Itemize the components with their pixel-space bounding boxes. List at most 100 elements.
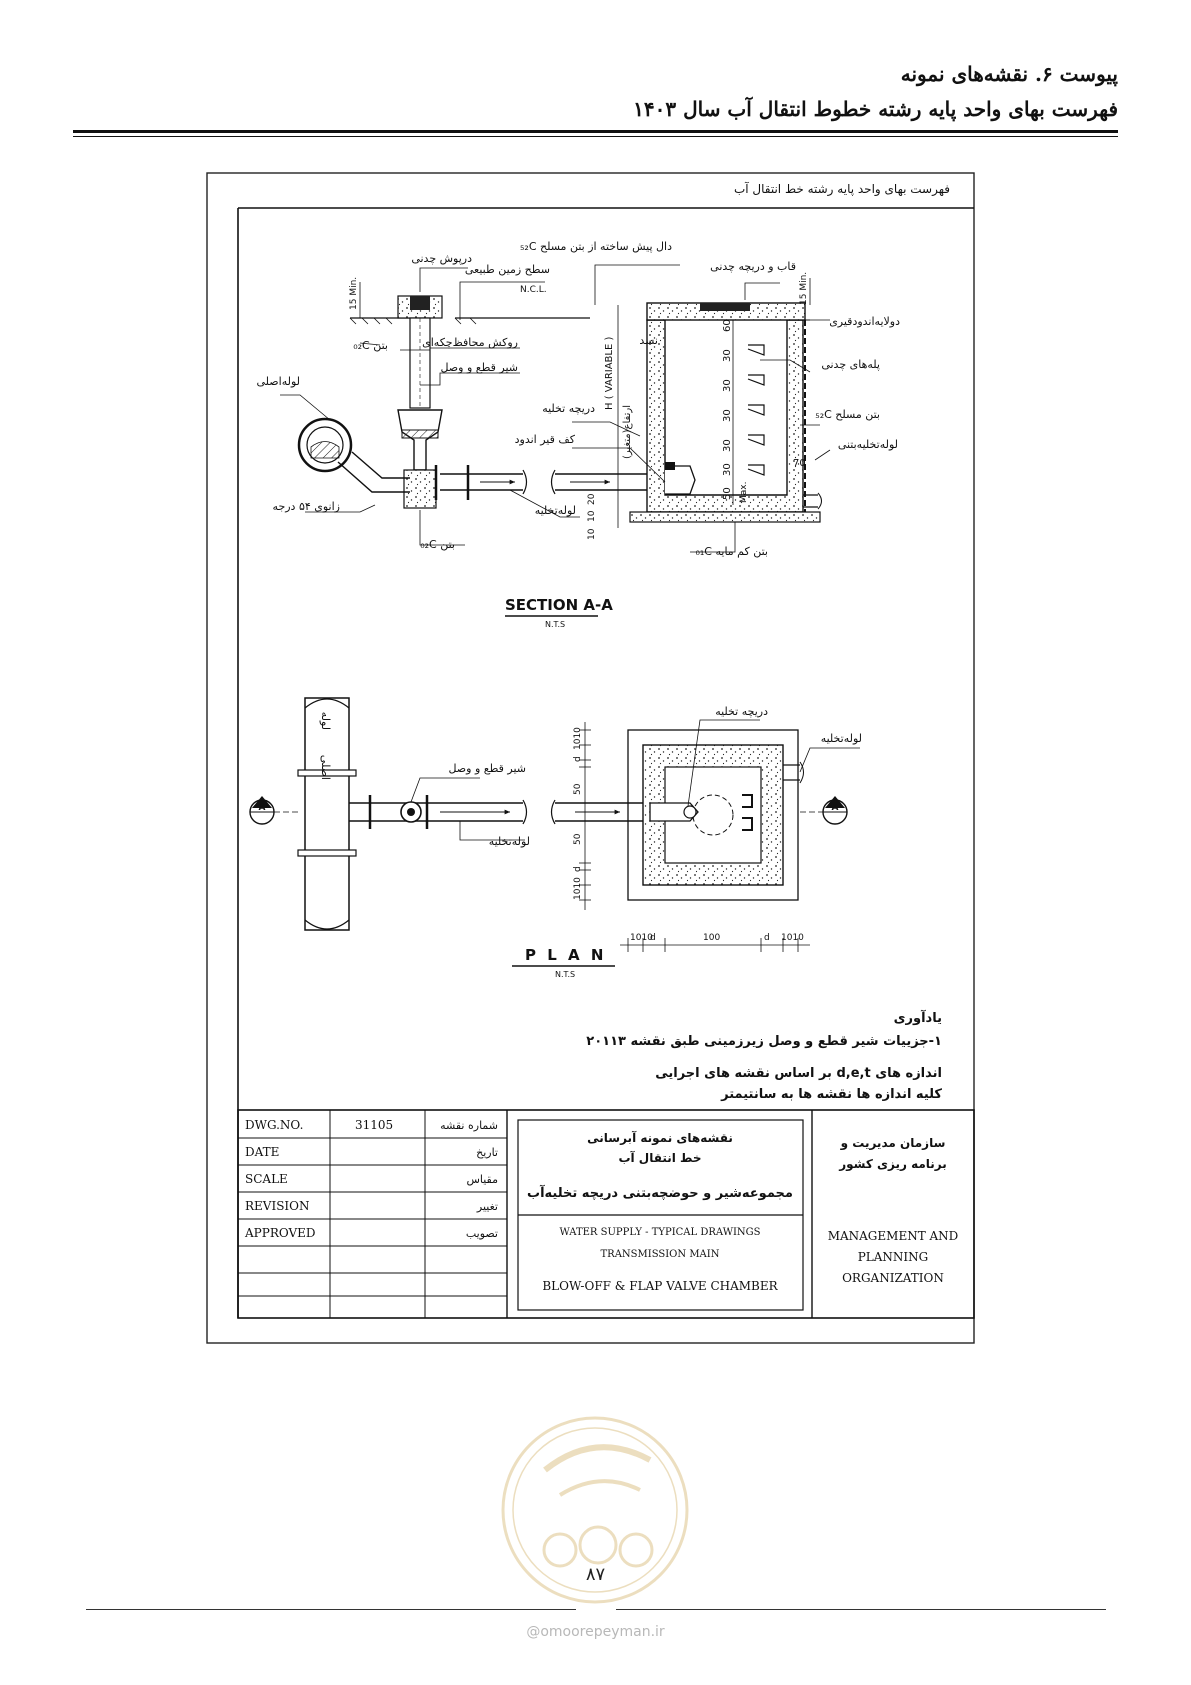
tb-date-fa: تاریخ: [476, 1146, 498, 1159]
label-concrete-drain-pipe: لوله‌تخلیه‌بتنی: [838, 438, 898, 451]
plan-dim-bottom-1010-left: 1010: [630, 933, 653, 943]
dim-30: 30: [722, 439, 733, 452]
plan-dim-d-bottom: d: [573, 866, 583, 872]
plan-scale: N.T.S: [555, 970, 575, 979]
page-number: ۸۷: [585, 1564, 606, 1585]
label-lean-concrete: بتن کم مایه C₁₀: [695, 545, 768, 558]
tb-fa-title-3: مجموعه‌شیر و حوضچه‌بتنی دریچه تخلیه‌آب: [527, 1184, 793, 1201]
header-rule-thin: [73, 136, 1118, 137]
tb-org-en-1: MANAGEMENT AND: [828, 1229, 959, 1243]
label-main-pipe: لوله‌اصلی: [257, 375, 301, 388]
label-natural-ground: سطح زمین طبیعی: [465, 263, 550, 276]
plan-dim-50-top: 50: [573, 783, 583, 795]
section-marker-right: A: [822, 796, 848, 825]
plan-dim-1010-top: 1010: [573, 727, 583, 750]
watermark-logo: [501, 1416, 689, 1604]
label-bitumen-floor: کف قیر اندود: [515, 433, 576, 446]
appendix-title: پیوست ۶. نقشه‌های نمونه: [900, 62, 1118, 86]
label-gate-valve: شیر قطع و وصل: [440, 361, 518, 374]
dim-30: 30: [722, 409, 733, 422]
label-ncl: N.C.L.: [520, 285, 547, 295]
plan-dim-bottom-d-left: d: [650, 933, 656, 943]
tb-approved-fa: تصویب: [466, 1227, 498, 1240]
dim-h-variable: H ( VARIABLE ): [604, 337, 615, 410]
svg-text:A: A: [832, 803, 839, 813]
dim-min15-left: 15 Min.: [349, 277, 359, 310]
dim-30: 30: [722, 463, 733, 476]
plan-dim-bottom-1010-right: 1010: [781, 933, 804, 943]
tb-en-title-3: BLOW-OFF & FLAP VALVE CHAMBER: [542, 1279, 778, 1293]
svg-text:A: A: [259, 803, 266, 813]
section-view: درپوش چدنی سطح زمین طبیعی N.C.L. دال پیش…: [257, 240, 901, 629]
label-bitumen-coat: دولایه‌اندودقیری: [829, 315, 900, 328]
tb-org-en-3: ORGANIZATION: [842, 1271, 944, 1285]
dim-max: Max.: [739, 482, 749, 503]
frame-title: فهرست بهای واحد پایه رشته خط انتقال آب: [734, 181, 950, 197]
plan-dim-d-top: d: [573, 756, 583, 762]
tb-org-en-2: PLANNING: [858, 1250, 929, 1264]
outer-frame: [206, 172, 975, 1344]
document-title: فهرست بهای واحد پایه رشته خطوط انتقال آب…: [633, 97, 1118, 121]
section-title: SECTION A-A: [505, 596, 613, 614]
tb-date-label: DATE: [245, 1145, 279, 1159]
footer-rule-left: [86, 1609, 576, 1610]
tb-scale-label: SCALE: [245, 1172, 288, 1186]
notes-block: یادآوری ۱-جزییات شیر قطع و وصل زیرزمینی …: [586, 1009, 942, 1102]
label-drain-pipe-section: لوله‌تخلیه: [535, 504, 576, 517]
dim-h-note: ارتفاع(متغیر): [622, 405, 633, 459]
tb-approved-label: APPROVED: [244, 1226, 316, 1240]
tb-en-title-2: TRANSMISSION MAIN: [601, 1249, 720, 1260]
footer-url: @omoorepeyman.ir: [526, 1624, 665, 1640]
plan-label-gate-valve: شیر قطع و وصل: [448, 762, 526, 775]
tb-fa-title-2: خط انتقال آب: [618, 1150, 701, 1165]
tb-org-fa-2: برنامه ریزی کشور: [838, 1157, 947, 1172]
tb-en-title-1: WATER SUPPLY - TYPICAL DRAWINGS: [559, 1227, 760, 1238]
plan-dim-1010-bottom: 1010: [573, 877, 583, 900]
note-2: اندازه های t,e,d بر اساس نقشه های اجرایی: [655, 1066, 942, 1081]
dim-30: 30: [722, 349, 733, 362]
label-main-pipe-2: اصلی: [319, 755, 332, 780]
label-cast-iron-cover: درپوش چدنی: [411, 252, 472, 265]
label-protective-box: روکش محافظ‌چکه‌ای: [422, 336, 518, 349]
dim-70: 70: [793, 458, 806, 469]
dim-60: 60: [722, 319, 733, 332]
dim-20: 20: [587, 493, 597, 505]
label-main-pipe-1: لوله: [319, 712, 332, 730]
label-cast-iron-steps: پله‌های چدنی: [821, 358, 880, 371]
plan-title: P L A N: [525, 946, 606, 964]
tb-scale-fa: مقیاس: [466, 1173, 498, 1186]
tb-fa-title-1: نقشه‌های نمونه آبرسانی: [587, 1130, 733, 1146]
label-reinforced-concrete: بتن مسلح C₂₅: [815, 408, 880, 421]
notes-title: یادآوری: [894, 1009, 942, 1026]
tb-dwgno-value: 31105: [355, 1118, 393, 1132]
tb-revision-label: REVISION: [245, 1199, 310, 1213]
tb-dwgno-fa: شماره نقشه: [440, 1119, 498, 1132]
title-block: DWG.NO. 31105 شماره نقشه DATE تاریخ SCAL…: [237, 1109, 975, 1319]
dim-30: 30: [722, 379, 733, 392]
section-scale: N.T.S: [545, 620, 565, 629]
section-marker-left: A: [249, 796, 275, 825]
dim-50: 50: [722, 487, 733, 500]
dim-10: 10: [587, 510, 597, 522]
plan-label-drain-pipe: لوله‌تخلیه: [489, 835, 530, 848]
plan-view: لوله اصلی A: [249, 697, 862, 979]
plan-label-flap-valve: دریچه تخلیه: [715, 705, 768, 718]
note-3: کلیه اندازه ها نقشه ها به سانتیمتر: [720, 1087, 942, 1102]
plan-dim-50-bottom: 50: [573, 833, 583, 845]
label-precast-slab: دال پیش ساخته از بتن مسلح C₂₅: [520, 240, 672, 253]
label-flap-valve: دریچه تخلیه: [542, 402, 595, 415]
note-1: ۱-جزییات شیر قطع و وصل زیرزمینی طبق نقشه…: [586, 1034, 942, 1049]
tb-org-fa-1: سازمان مدیریت و: [840, 1136, 946, 1151]
tb-revision-fa: تغییر: [476, 1200, 498, 1213]
dim-10: 10: [587, 528, 597, 540]
label-frame-and-cover: قاب و دریچه چدنی: [710, 260, 796, 273]
plan-label-drain-pipe-right: لوله‌تخلیه: [821, 732, 862, 745]
tb-dwgno-label: DWG.NO.: [245, 1118, 303, 1132]
dim-min15-right: 15 Min.: [799, 272, 809, 305]
plan-dim-bottom-d-right: d: [764, 933, 770, 943]
label-plaster: نسد: [639, 334, 658, 347]
label-elbow-45: زانوی ۴۵ درجه: [273, 500, 340, 513]
header-rule-thick: [73, 130, 1118, 133]
plan-dim-bottom-100: 100: [703, 933, 720, 943]
